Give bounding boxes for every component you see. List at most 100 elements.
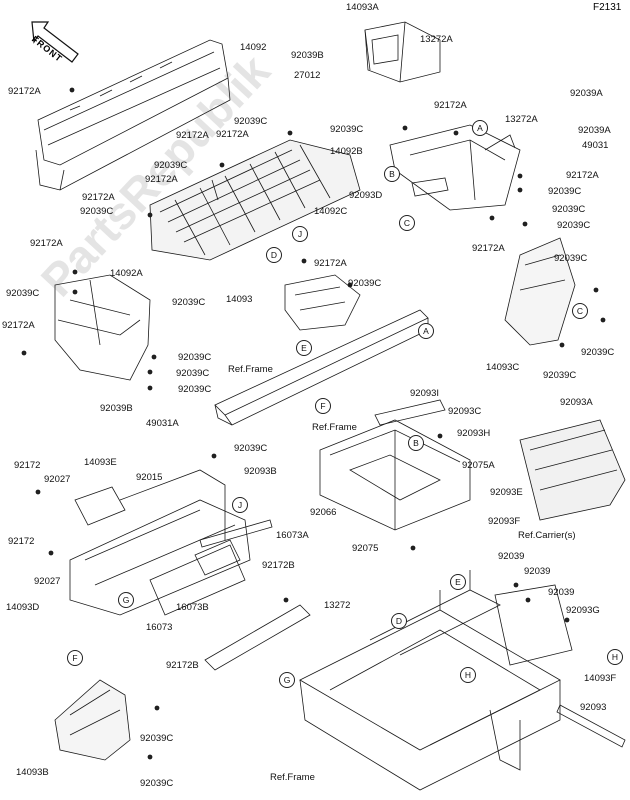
part-label: 92039C: [178, 352, 212, 363]
reference-marker: E: [450, 574, 466, 590]
part-label: 14093E: [84, 457, 117, 468]
reference-marker: A: [472, 120, 488, 136]
part-label: 14092C: [314, 206, 348, 217]
part-label: 92039: [498, 551, 525, 562]
reference-marker: J: [232, 497, 248, 513]
figure-code: F2131: [593, 2, 622, 13]
part-label: 92039: [548, 587, 575, 598]
cover-panel-14092A: [54, 274, 151, 381]
part-label: 92039C: [554, 253, 588, 264]
floor-mat-14092C: [149, 139, 361, 261]
part-label: 49031: [582, 140, 609, 151]
part-label: 14093A: [346, 2, 379, 13]
part-label: 92039C: [178, 384, 212, 395]
side-panel-14092B: [389, 124, 521, 211]
front-arrow-icon: [31, 21, 79, 63]
part-label: 92172A: [145, 174, 178, 185]
part-label: 16073A: [276, 530, 309, 541]
reference-marker: C: [399, 215, 415, 231]
part-label: 92093E: [490, 487, 523, 498]
part-label: 92172A: [314, 258, 347, 269]
part-label: 92172A: [2, 320, 35, 331]
part-label: 92039C: [176, 368, 210, 379]
part-label: 14093C: [486, 362, 520, 373]
part-label: 92039A: [570, 88, 603, 99]
part-label: 92172: [8, 536, 35, 547]
part-label: 92015: [136, 472, 163, 483]
part-label: 92039C: [140, 778, 174, 789]
reference-marker: D: [391, 613, 407, 629]
reference-note: Ref.Carrier(s): [518, 530, 576, 541]
bracket-14093: [284, 274, 361, 331]
part-label: 92039C: [6, 288, 40, 299]
part-label: 92093I: [410, 388, 440, 399]
reference-marker: H: [607, 649, 623, 665]
part-label: 14092: [240, 42, 267, 53]
reference-note: Ref.Frame: [312, 422, 357, 433]
pad-92093C: [374, 399, 446, 426]
strip-16073A: [199, 519, 273, 548]
strip-92093D: [411, 177, 449, 197]
reference-marker: E: [296, 340, 312, 356]
plate-14093F: [494, 584, 573, 666]
fasteners: [21, 87, 606, 760]
pad-92093A: [519, 419, 626, 521]
guard-14093B: [54, 679, 131, 761]
reference-marker: H: [460, 667, 476, 683]
part-label: 92039C: [552, 204, 586, 215]
part-label: 14093: [226, 294, 253, 305]
part-label: 92039C: [557, 220, 591, 231]
part-label: 16073: [146, 622, 173, 633]
part-label: 92093: [580, 702, 607, 713]
part-label: 92172A: [30, 238, 63, 249]
part-label: 92093B: [244, 466, 277, 477]
part-label: 92039C: [234, 116, 268, 127]
part-label: 92039C: [154, 160, 188, 171]
part-label: 92172B: [262, 560, 295, 571]
reference-marker: B: [408, 435, 424, 451]
part-label: 14093F: [584, 673, 617, 684]
part-label: 16073B: [176, 602, 209, 613]
main-frame: [299, 570, 561, 791]
part-label: 92172B: [166, 660, 199, 671]
reference-marker: G: [118, 592, 134, 608]
under-seat-tray: [319, 419, 471, 531]
part-label: 14092A: [110, 268, 143, 279]
part-label: 92172A: [8, 86, 41, 97]
part-label: 92039C: [234, 443, 268, 454]
part-label: 92172A: [472, 243, 505, 254]
reference-marker: B: [384, 166, 400, 182]
reference-marker: C: [572, 303, 588, 319]
bracket-box-14093A: [364, 21, 441, 83]
reference-marker: G: [279, 672, 295, 688]
part-label: 92172: [14, 460, 41, 471]
part-label: 92172A: [82, 192, 115, 203]
cover-16073: [149, 544, 246, 616]
part-label: 92172A: [566, 170, 599, 181]
part-label: 92039: [524, 566, 551, 577]
part-label: 92039C: [581, 347, 615, 358]
part-label: 92093G: [566, 605, 600, 616]
part-label: 92075: [352, 543, 379, 554]
part-label: 92172A: [434, 100, 467, 111]
part-label: 92172A: [176, 130, 209, 141]
part-label: 27012: [294, 70, 321, 81]
part-label: 92093A: [560, 397, 593, 408]
cover-16073B: [194, 539, 241, 576]
part-label: 92172A: [216, 129, 249, 140]
cover-14093C: [504, 237, 576, 346]
part-label: 92093D: [349, 190, 383, 201]
reference-marker: D: [266, 247, 282, 263]
part-label: 92027: [34, 576, 61, 587]
reference-marker: F: [67, 650, 83, 666]
part-label: 92039C: [348, 278, 382, 289]
part-label: 92075A: [462, 460, 495, 471]
part-label: 14093D: [6, 602, 40, 613]
part-label: 92039C: [548, 186, 582, 197]
reference-note: Ref.Frame: [270, 772, 315, 783]
part-label: 49031A: [146, 418, 179, 429]
rail-92093: [556, 704, 626, 748]
part-label: 13272A: [505, 114, 538, 125]
